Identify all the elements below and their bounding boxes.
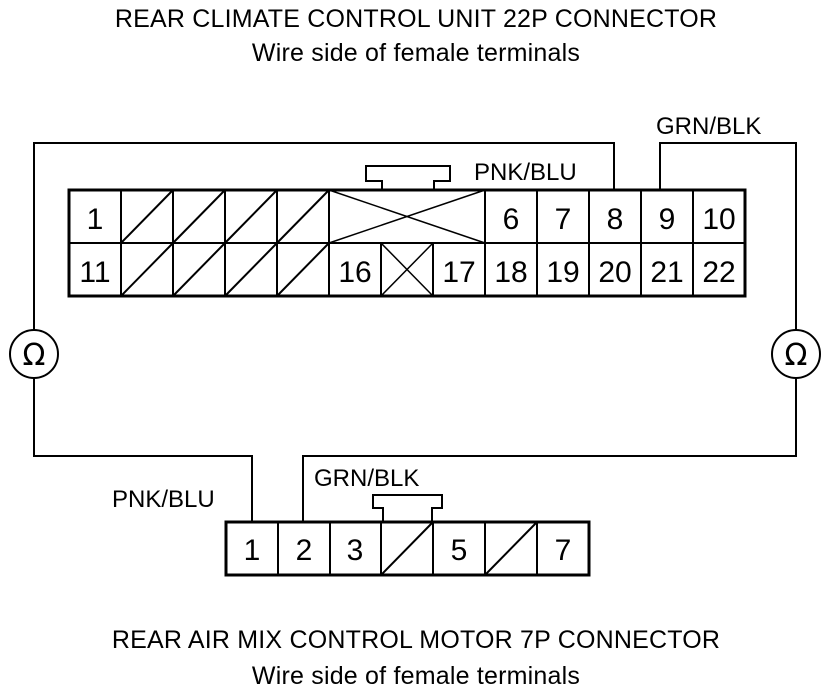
pin-label: 20	[598, 256, 631, 289]
pin-label: 18	[494, 256, 527, 289]
wire-grn-blk-lower	[302, 378, 797, 522]
ohm-symbol-right: Ω	[785, 338, 808, 373]
pin-label: 8	[607, 203, 624, 236]
wire-pnk-blu-lower	[33, 378, 253, 522]
pin-label: 3	[347, 534, 364, 567]
top-connector-body	[67, 188, 747, 298]
pin-label: 7	[555, 534, 572, 567]
pin-label: 5	[451, 534, 468, 567]
wire-label-top-left: PNK/BLU	[474, 159, 577, 186]
bottom-connector-subtitle: Wire side of female terminals	[251, 662, 581, 690]
wire-label-top-right: GRN/BLK	[656, 113, 761, 140]
bottom-connector-body	[224, 520, 591, 577]
wire-pnk-blu	[33, 142, 615, 330]
pin-label: 10	[702, 203, 735, 236]
bottom-connector-title: REAR AIR MIX CONTROL MOTOR 7P CONNECTOR	[111, 626, 721, 654]
ohm-symbol-left: Ω	[23, 338, 46, 373]
pin-label: 9	[659, 203, 676, 236]
pin-label: 2	[296, 534, 313, 567]
pin-label: 22	[702, 256, 735, 289]
wire-grn-blk	[659, 142, 797, 330]
top-connector-title: REAR CLIMATE CONTROL UNIT 22P CONNECTOR	[114, 5, 718, 33]
pin-label: 19	[546, 256, 579, 289]
pin-label: 1	[244, 534, 261, 567]
wire-label-bottom-left: PNK/BLU	[112, 486, 215, 513]
ohmmeter-right	[771, 329, 821, 379]
bottom-connector-lock-tab	[372, 494, 443, 522]
pin-label: 1	[87, 203, 104, 236]
pin-label: 6	[503, 203, 520, 236]
top-connector-subtitle: Wire side of female terminals	[251, 39, 581, 67]
ohmmeter-left	[9, 329, 59, 379]
pin-label: 16	[338, 256, 371, 289]
pin-label: 21	[650, 256, 683, 289]
pin-label: 11	[79, 256, 110, 289]
pin-label: 17	[442, 256, 475, 289]
wire-label-bottom-right: GRN/BLK	[314, 465, 419, 492]
pin-label: 7	[555, 203, 572, 236]
top-connector-lock-tab	[365, 165, 451, 190]
